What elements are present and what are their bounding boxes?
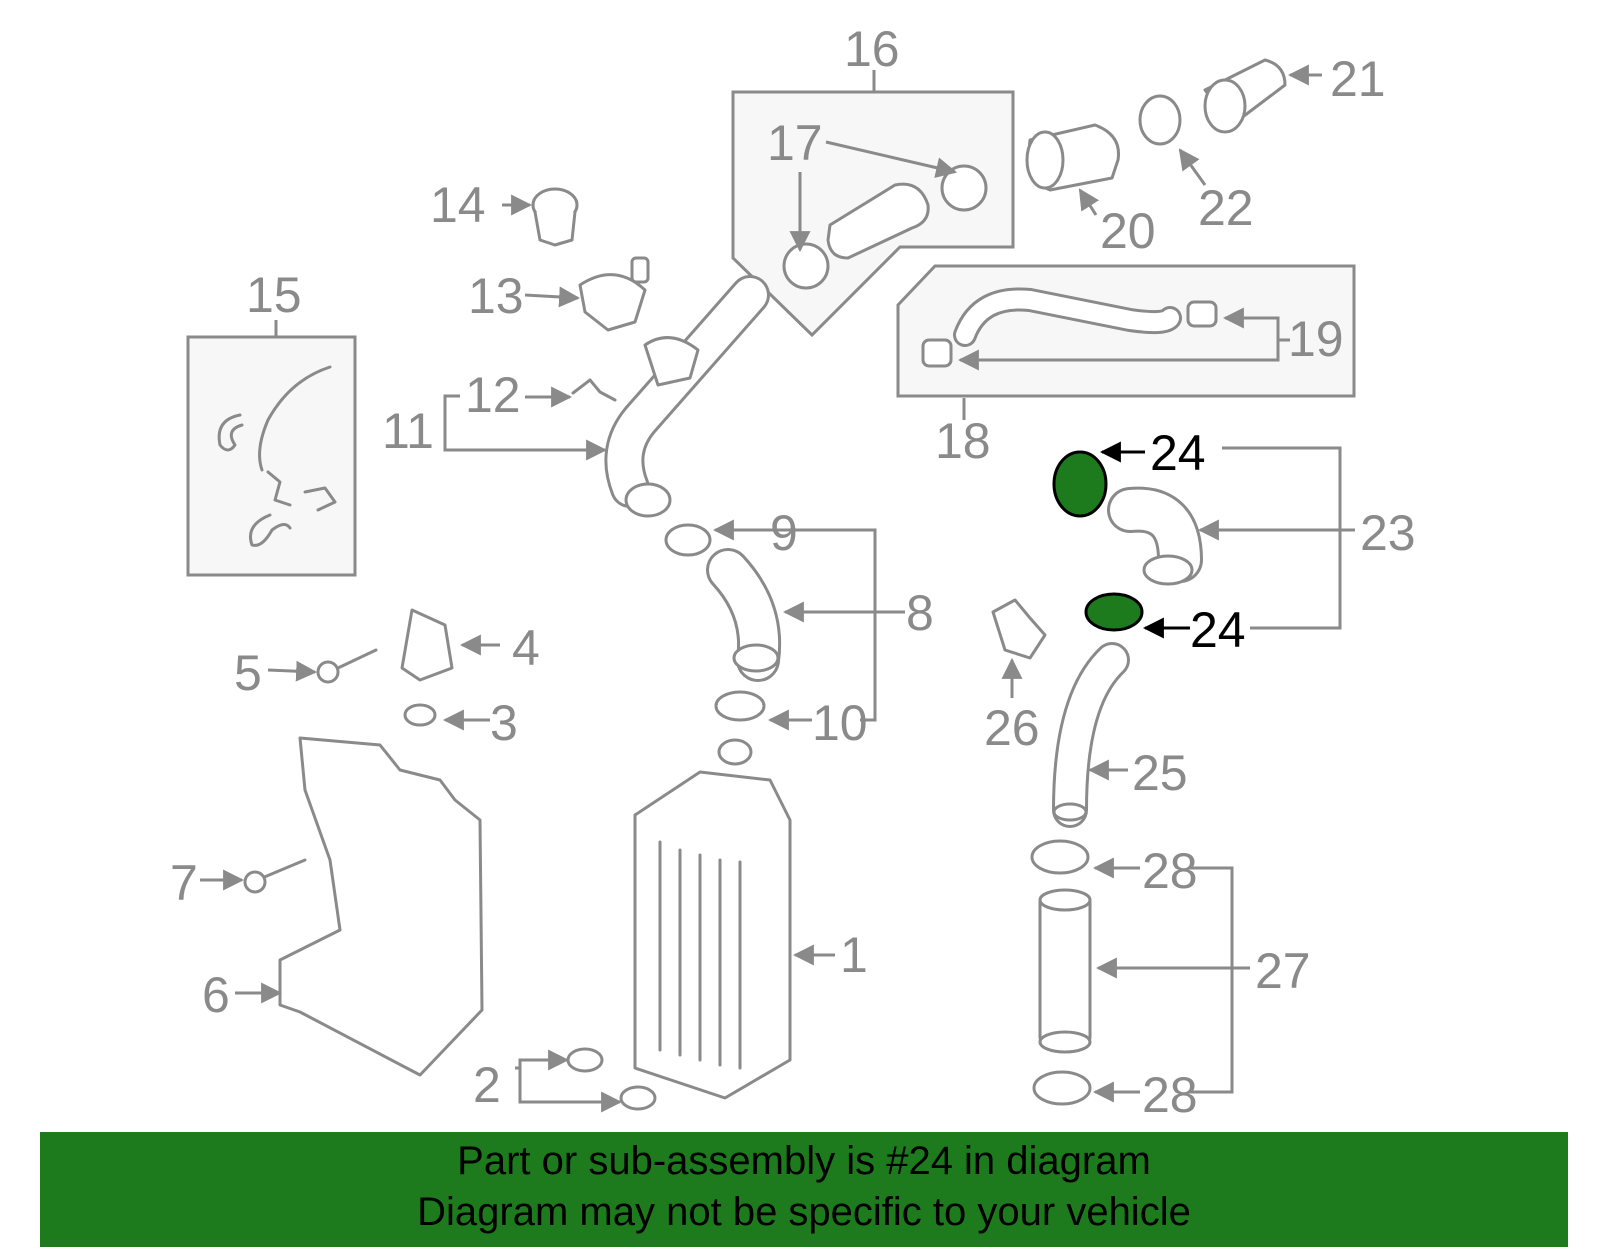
part-28-clamp-upper	[1030, 839, 1090, 875]
callout-12: 12	[465, 367, 521, 423]
callout-18: 18	[935, 413, 991, 469]
callout-5: 5	[234, 645, 262, 701]
part-9-clamp	[664, 523, 712, 557]
part-18-hose	[921, 287, 1218, 368]
part-22-clamp	[1138, 94, 1182, 146]
callout-2: 2	[473, 1057, 501, 1113]
part-25-pipe	[1052, 642, 1130, 828]
callout-9: 9	[770, 505, 798, 561]
banner-line-part: Part or sub-assembly is #24 in diagram	[457, 1139, 1151, 1183]
callout-26: 26	[984, 700, 1040, 756]
part-26-sensor	[991, 598, 1047, 660]
callout-20: 20	[1100, 203, 1156, 259]
callout-3: 3	[490, 695, 518, 751]
part-2-mount-lower	[619, 1085, 657, 1111]
part-5-bolt	[316, 648, 378, 684]
callout-8: 8	[906, 585, 934, 641]
part-1-intercooler	[633, 738, 792, 1100]
callout-14: 14	[430, 177, 486, 233]
banner-line-disclaimer: Diagram may not be specific to your vehi…	[417, 1190, 1191, 1234]
part-11-pipe	[571, 275, 770, 518]
part-2-mount-upper	[566, 1047, 604, 1073]
callout-7: 7	[170, 855, 198, 911]
callout-22: 22	[1198, 180, 1254, 236]
callout-10: 10	[812, 695, 868, 751]
part-27-hose	[1038, 888, 1092, 1054]
callout-11: 11	[382, 403, 434, 459]
part-7-bolt	[243, 858, 307, 894]
part-21-hose	[1203, 58, 1287, 134]
part-info-banner: Part or sub-assembly is #24 in diagram D…	[40, 1132, 1568, 1247]
part-23-elbow-hose	[1107, 486, 1203, 586]
part-20-coupler	[1025, 123, 1121, 192]
callout-21: 21	[1330, 51, 1386, 107]
group-box-15	[186, 335, 357, 577]
callout-25: 25	[1132, 745, 1188, 801]
callout-23: 23	[1360, 505, 1416, 561]
callout-17: 17	[767, 115, 823, 171]
callout-24-upper: 24	[1150, 425, 1206, 481]
callout-28-lower: 28	[1142, 1067, 1198, 1123]
part-28-clamp-lower	[1032, 1070, 1092, 1106]
callout-6: 6	[202, 967, 230, 1023]
part-6-air-duct	[278, 736, 484, 1077]
callout-19: 19	[1288, 311, 1344, 367]
part-14-valve	[531, 187, 579, 247]
part-16-intake-pipe	[782, 164, 988, 290]
part-8-hose	[706, 548, 782, 682]
part-13-valve-housing	[578, 256, 650, 332]
part-15-hose-kit	[217, 365, 337, 547]
part-24-clamp-lower-highlighted[interactable]	[1084, 592, 1144, 632]
callout-15: 15	[246, 267, 302, 323]
callout-27: 27	[1255, 943, 1311, 999]
callout-28-upper: 28	[1142, 843, 1198, 899]
callout-4: 4	[512, 620, 540, 676]
part-24-clamp-upper-highlighted[interactable]	[1052, 450, 1108, 518]
part-4-bracket	[400, 608, 454, 682]
callout-16: 16	[844, 21, 900, 77]
callout-13: 13	[468, 268, 524, 324]
callout-1: 1	[840, 927, 868, 983]
callout-24-lower: 24	[1190, 602, 1246, 658]
part-3-grommet	[403, 703, 437, 727]
leader-lines	[200, 64, 1355, 1113]
part-10-clamp	[714, 690, 766, 722]
